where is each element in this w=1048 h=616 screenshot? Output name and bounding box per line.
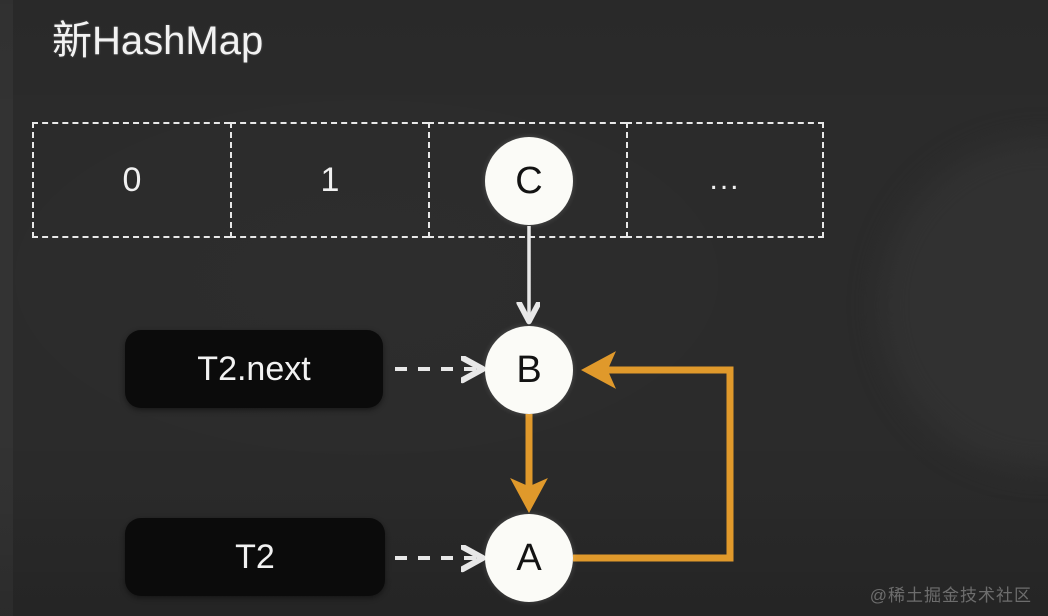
array-cell-1: 1 — [230, 122, 428, 238]
label-box-t2-text: T2 — [235, 537, 275, 576]
array-cell-2 — [428, 122, 626, 238]
node-c-label: C — [515, 159, 543, 202]
array-cell-3-label: ... — [709, 163, 741, 196]
array-cell-0-label: 0 — [122, 160, 142, 199]
label-box-t2-next-text: T2.next — [197, 349, 311, 388]
node-a[interactable]: A — [485, 514, 573, 602]
page-title: 新HashMap — [52, 19, 264, 63]
array-cell-0: 0 — [32, 122, 230, 238]
array-cell-1-label: 1 — [320, 160, 340, 199]
node-c[interactable]: C — [485, 137, 573, 225]
label-box-t2-next[interactable]: T2.next — [125, 330, 383, 408]
node-a-label: A — [516, 536, 542, 579]
background-left-strip — [0, 0, 13, 616]
node-b[interactable]: B — [485, 326, 573, 414]
array-cell-3: ... — [626, 122, 824, 238]
background-circle-glow — [880, 140, 1048, 470]
hashmap-bucket-array: 0 1 ... — [32, 122, 824, 238]
label-box-t2[interactable]: T2 — [125, 518, 385, 596]
watermark: @稀土掘金技术社区 — [869, 586, 1032, 605]
node-b-label: B — [516, 348, 542, 391]
